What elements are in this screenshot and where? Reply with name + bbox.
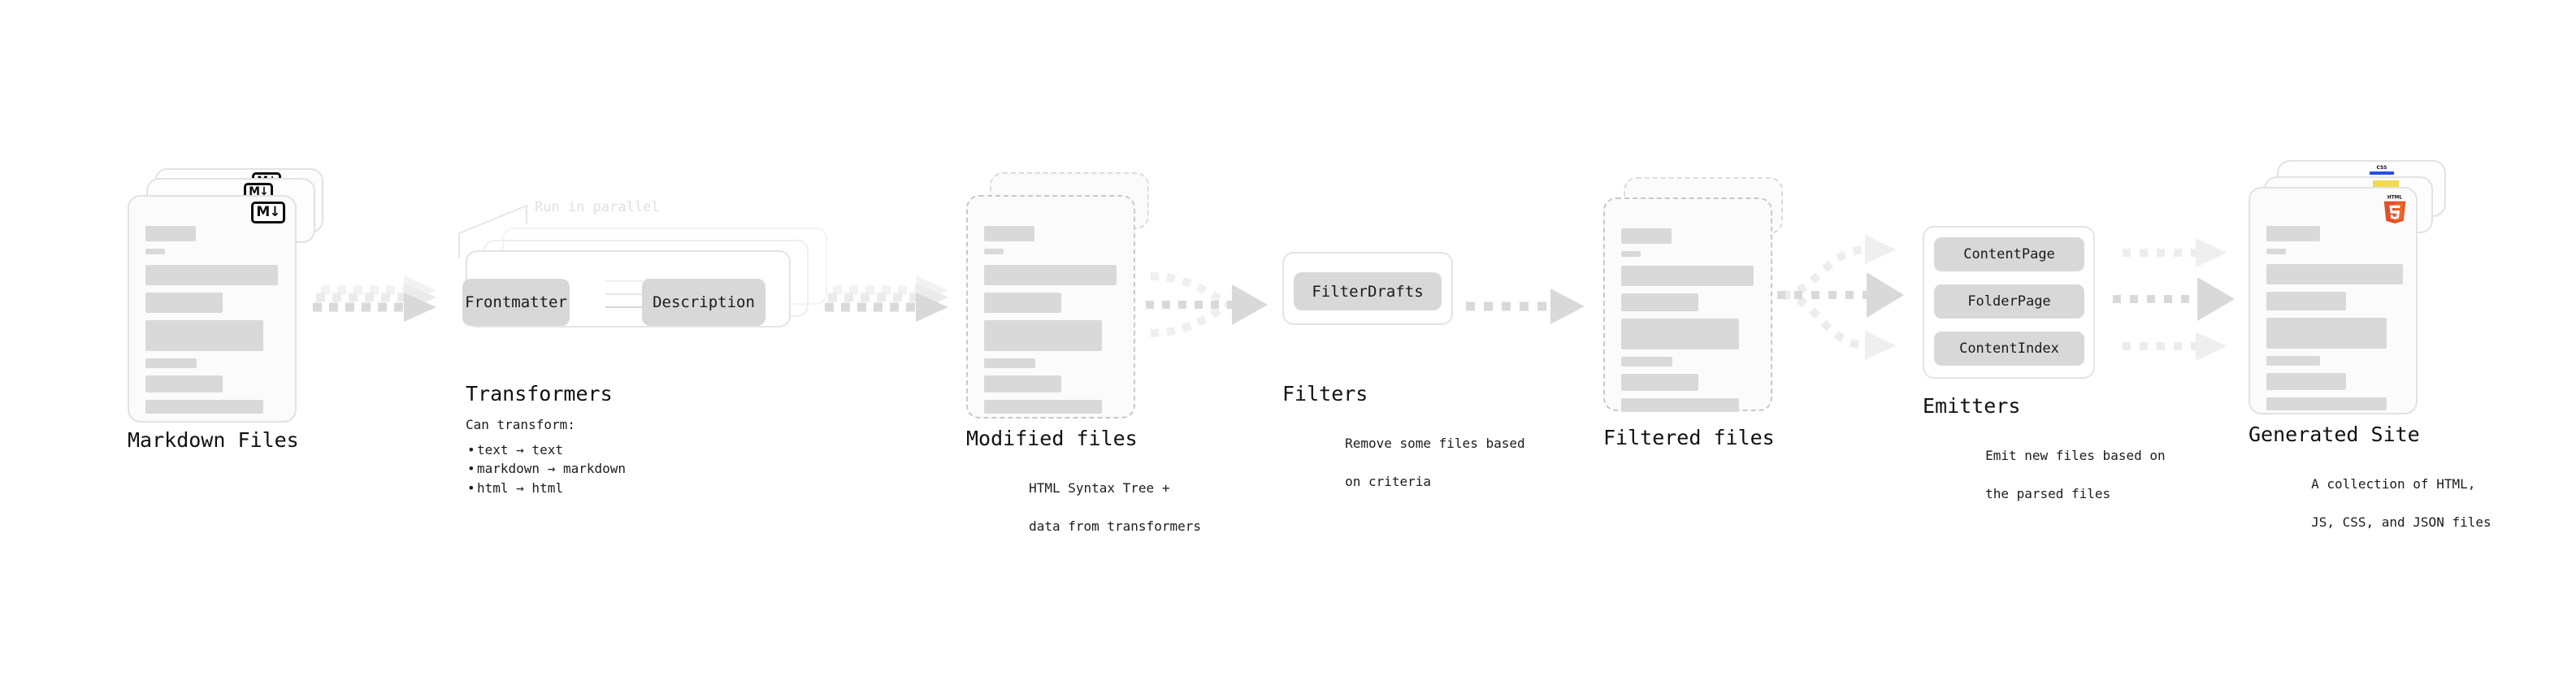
site-doc-front xyxy=(2249,187,2418,414)
markdown-caption: Markdown Files xyxy=(128,428,299,452)
filters-title: Filters xyxy=(1282,382,1368,406)
transformers-list-item-html: html → html xyxy=(466,479,626,497)
emitters-sub-line-0: Emit new files based on xyxy=(1985,448,2166,464)
transformers-transform-list: text → text markdown → markdown html → h… xyxy=(466,440,626,497)
transformers-list-item-text: text → text xyxy=(466,440,626,459)
filters-sub-line-0: Remove some files based xyxy=(1345,436,1525,452)
filtered-files-caption: Filtered files xyxy=(1603,426,1775,449)
filtered-doc-skeleton xyxy=(1621,228,1756,419)
css-badge: CSS xyxy=(2370,165,2394,175)
html5-badge: HTML xyxy=(2383,195,2406,223)
filters-caption: Filters Remove some files based on crite… xyxy=(1282,382,1525,510)
emitters-caption: Emitters Emit new files based on the par… xyxy=(1923,394,2166,522)
generated-site-caption: Generated Site A collection of HTML, JS,… xyxy=(2249,423,2491,550)
modified-doc-front xyxy=(966,195,1135,419)
filters-sub-line-1: on criteria xyxy=(1345,473,1432,489)
emitters-chip-contentpage[interactable]: ContentPage xyxy=(1934,237,2084,271)
generated-site-sub-line-1: JS, CSS, and JSON files xyxy=(2311,514,2491,530)
generated-site-title: Generated Site xyxy=(2249,423,2420,446)
filters-chip-filterdrafts[interactable]: FilterDrafts xyxy=(1294,272,1442,310)
transformers-caption: Transformers Can transform: text → text … xyxy=(466,382,626,497)
transformers-chip-description[interactable]: Description xyxy=(642,279,765,326)
emitters-chip-folderpage[interactable]: FolderPage xyxy=(1934,284,2084,319)
modified-doc-skeleton xyxy=(984,226,1119,421)
connector-emitters-to-site xyxy=(2113,238,2235,361)
modified-files-title: Modified files xyxy=(966,427,1138,450)
filters-sub: Remove some files based on criteria xyxy=(1282,415,1525,510)
emitters-title: Emitters xyxy=(1923,394,2021,418)
emitters-chip-contentindex[interactable]: ContentIndex xyxy=(1934,332,2084,366)
transformers-chip-frontmatter[interactable]: Frontmatter xyxy=(462,279,570,326)
modified-files-sub: HTML Syntax Tree + data from transformer… xyxy=(966,460,1201,554)
css-badge-label: CSS xyxy=(2376,165,2387,171)
modified-files-sub-line-1: data from transformers xyxy=(1029,518,1201,534)
connector-modified-to-filters xyxy=(1146,272,1268,337)
transformers-list-item-markdown: markdown → markdown xyxy=(466,459,626,478)
connector-markdown-to-transformers xyxy=(313,275,436,322)
filtered-files-title: Filtered files xyxy=(1603,426,1775,449)
markdown-files-title: Markdown Files xyxy=(128,428,299,452)
run-in-parallel-label: Run in parallel xyxy=(535,199,660,215)
site-doc-skeleton xyxy=(2266,226,2403,418)
run-in-parallel-bracket xyxy=(458,205,527,258)
svg-text:HTML: HTML xyxy=(2387,195,2402,200)
transformers-intro: Can transform: xyxy=(466,417,575,432)
generated-site-sub-line-0: A collection of HTML, xyxy=(2311,476,2476,492)
emitters-sub: Emit new files based on the parsed files xyxy=(1923,427,2166,522)
connector-filtered-to-emitters xyxy=(1777,235,1904,360)
transformers-title: Transformers xyxy=(466,382,613,406)
generated-site-sub: A collection of HTML, JS, CSS, and JSON … xyxy=(2249,456,2491,550)
emitters-sub-line-1: the parsed files xyxy=(1985,485,2111,501)
connector-transformers-to-modified xyxy=(825,275,948,322)
css-badge-bar xyxy=(2370,171,2394,175)
connector-filters-to-filtered xyxy=(1466,288,1585,324)
modified-files-caption: Modified files HTML Syntax Tree + data f… xyxy=(966,427,1201,554)
modified-files-sub-line-0: HTML Syntax Tree + xyxy=(1029,480,1170,497)
markdown-badge-front: M↓ xyxy=(251,202,285,223)
filtered-doc-front xyxy=(1603,197,1772,412)
markdown-doc-skeleton xyxy=(145,226,280,421)
markdown-doc-front xyxy=(128,195,297,423)
